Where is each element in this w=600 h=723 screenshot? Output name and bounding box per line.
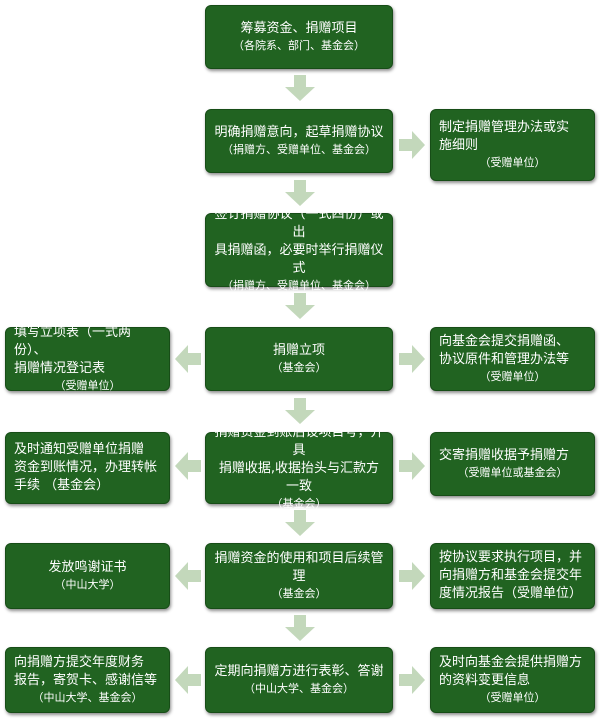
- step-responsible: （中山大学）: [54, 578, 121, 591]
- step-responsible: （基金会）: [271, 361, 327, 374]
- step-responsible: （受赠单位）: [54, 379, 121, 392]
- left-arrow: [175, 452, 201, 480]
- right-submit-documents: 向基金会提交捐赠函、 协议原件和管理办法等 （受赠单位）: [430, 327, 595, 391]
- left-arrow: [175, 666, 201, 694]
- down-arrow: [285, 615, 315, 641]
- right-arrow: [399, 562, 425, 590]
- step-draft-agreement: 明确捐赠意向，起草捐赠协议 （捐赠方、受赠单位、基金会）: [205, 109, 393, 173]
- left-thank-certificate: 发放鸣谢证书 （中山大学）: [5, 543, 170, 609]
- step-title: 填写立项表（一式两份）、 捐赠情况登记表: [14, 325, 132, 376]
- down-arrow: [285, 75, 315, 101]
- step-title: 制定捐赠管理办法或实 施细则: [439, 120, 570, 153]
- right-arrow: [399, 452, 425, 480]
- right-info-update: 及时向基金会提供捐赠方 的资料变更信息 （受赠单位）: [430, 647, 595, 713]
- step-responsible: （中山大学、基金会）: [244, 682, 354, 695]
- right-execute-project: 按协议要求执行项目，并 向捐赠方和基金会提交年 度情况报告（受赠单位）: [430, 543, 595, 609]
- step-title: 及时通知受赠单位捐赠 资金到账情况，办理转帐 手续 （基金会）: [14, 442, 158, 493]
- step-recognition: 定期向捐赠方进行表彰、答谢 （中山大学、基金会）: [205, 647, 393, 713]
- step-title: 签订捐赠协议（一式四份）或出 具捐赠函，必要时举行捐赠仪式: [214, 207, 384, 276]
- step-title: 捐赠立项: [272, 343, 325, 358]
- step-title: 明确捐赠意向，起草捐赠协议: [214, 125, 384, 140]
- left-registration-form: 填写立项表（一式两份）、 捐赠情况登记表 （受赠单位）: [5, 325, 170, 392]
- step-responsible: （各院系、部门、基金会）: [233, 39, 365, 52]
- right-arrow: [399, 666, 425, 694]
- step-title: 按协议要求执行项目，并 向捐赠方和基金会提交年 度情况报告（受赠单位）: [439, 550, 583, 601]
- step-title: 发放鸣谢证书: [48, 560, 127, 575]
- step-responsible: （受赠单位）: [479, 156, 546, 169]
- step-project-setup: 捐赠立项 （基金会）: [205, 327, 393, 391]
- step-responsible: （受赠单位或基金会）: [457, 466, 568, 479]
- step-responsible: （基金会）: [271, 497, 327, 510]
- down-arrow: [285, 510, 315, 536]
- step-responsible: （中山大学、基金会）: [32, 691, 143, 704]
- down-arrow: [285, 180, 315, 206]
- step-title: 捐赠资金的使用和项目后续管理: [214, 551, 384, 584]
- right-management-rules: 制定捐赠管理办法或实 施细则 （受赠单位）: [430, 109, 595, 181]
- step-sign-agreement: 签订捐赠协议（一式四份）或出 具捐赠函，必要时举行捐赠仪式 （捐赠方、受赠单位、…: [205, 207, 393, 292]
- step-title: 捐赠资金到账后设项目号，开具 捐赠收据,收据抬头与汇款方一致: [214, 425, 384, 494]
- step-fund-usage: 捐赠资金的使用和项目后续管理 （基金会）: [205, 543, 393, 609]
- left-notify-transfer: 及时通知受赠单位捐赠 资金到账情况，办理转帐 手续 （基金会）: [5, 432, 170, 504]
- down-arrow: [285, 398, 315, 424]
- right-send-receipt: 交寄捐赠收据予捐赠方 （受赠单位或基金会）: [430, 432, 595, 496]
- left-arrow: [175, 562, 201, 590]
- left-annual-report: 向捐赠方提交年度财务 报告，寄贺卡、感谢信等 （中山大学、基金会）: [5, 647, 170, 713]
- step-title: 向基金会提交捐赠函、 协议原件和管理办法等: [439, 334, 570, 367]
- step-responsible: （捐赠方、受赠单位、基金会）: [222, 279, 376, 292]
- step-title: 交寄捐赠收据予捐赠方: [439, 448, 570, 463]
- step-responsible: （受赠单位）: [479, 691, 546, 704]
- step-title: 向捐赠方提交年度财务 报告，寄贺卡、感谢信等: [14, 655, 158, 688]
- step-responsible: （基金会）: [271, 587, 327, 600]
- step-title: 定期向捐赠方进行表彰、答谢: [214, 664, 384, 679]
- step-title: 筹募资金、捐赠项目: [240, 21, 358, 36]
- step-fundraising: 筹募资金、捐赠项目 （各院系、部门、基金会）: [205, 5, 393, 69]
- step-funds-arrival: 捐赠资金到账后设项目号，开具 捐赠收据,收据抬头与汇款方一致 （基金会）: [205, 425, 393, 510]
- down-arrow: [285, 293, 315, 319]
- step-responsible: （受赠单位）: [479, 370, 546, 383]
- right-arrow: [399, 345, 425, 373]
- right-arrow: [399, 131, 425, 159]
- step-title: 及时向基金会提供捐赠方 的资料变更信息: [439, 655, 583, 688]
- step-responsible: （捐赠方、受赠单位、基金会）: [222, 143, 376, 156]
- left-arrow: [175, 345, 201, 373]
